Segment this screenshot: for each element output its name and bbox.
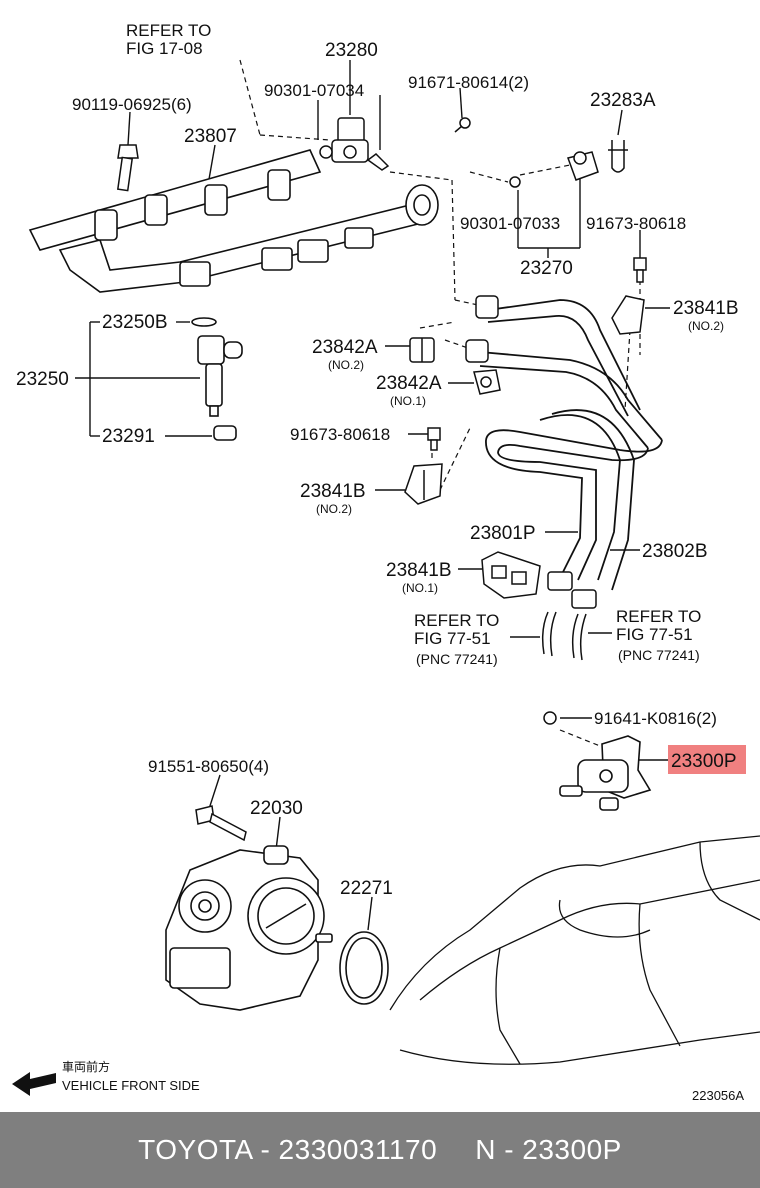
bolt-90119 (116, 144, 139, 192)
refer-fig-17-line2: FIG 17-08 (126, 39, 203, 58)
footer-pnc: N - 23300P (475, 1134, 622, 1165)
refer-fig-17-line1: REFER TO (126, 21, 211, 40)
label-23283a: 23283A (590, 90, 656, 111)
sub-23841b-right: (NO.2) (688, 319, 724, 333)
fuel-tubes (479, 299, 663, 591)
label-91641: 91641-K0816(2) (594, 709, 717, 728)
label-23841b-right: 23841B (673, 298, 739, 319)
label-23841b-no2: 23841B (300, 481, 366, 502)
gasket-22271 (339, 931, 389, 1005)
label-91673-lower: 91673-80618 (290, 425, 390, 444)
label-91551: 91551-80650(4) (148, 757, 269, 776)
sub-23842a-no2: (NO.2) (328, 358, 364, 372)
label-23300p: 23300P (671, 751, 737, 772)
vehicle-front-arrow (12, 1072, 56, 1096)
label-91673-upper: 91673-80618 (586, 214, 686, 233)
front-label-en: VEHICLE FRONT SIDE (62, 1078, 200, 1093)
label-23842a-no1: 23842A (376, 373, 442, 394)
label-90119: 90119-06925(6) (72, 95, 192, 114)
hose-connectors (465, 295, 597, 609)
label-23841b-no1: 23841B (386, 560, 452, 581)
highlight-box (668, 745, 746, 774)
clamp-23842a-no2 (409, 337, 435, 363)
label-22271: 22271 (340, 878, 393, 899)
fuel-pump-23300p (559, 735, 652, 811)
bolt-91671 (454, 117, 471, 133)
hose-ends (541, 611, 587, 661)
label-23802b: 23802B (642, 541, 708, 562)
label-90301-07033: 90301-07033 (460, 214, 560, 233)
injector-23250 (191, 317, 243, 441)
label-90301-07034: 90301-07034 (264, 81, 364, 100)
sub-23842a-no1: (NO.1) (390, 394, 426, 408)
label-23250: 23250 (16, 369, 69, 390)
pressure-regulator-23280 (319, 117, 390, 171)
bolt-91673-lower (427, 427, 441, 451)
clip-23283a (608, 140, 628, 173)
label-91671: 91671-80614(2) (408, 73, 529, 92)
footer-part-number: TOYOTA - 2330031170 (138, 1134, 438, 1165)
sub-23841b-no2: (NO.2) (316, 502, 352, 516)
refer-77-right-line2: FIG 77-51 (616, 625, 693, 644)
label-23280: 23280 (325, 40, 378, 61)
bracket-23841b-no1 (481, 551, 541, 599)
label-23291: 23291 (102, 426, 155, 447)
bracket-23841b-no2 (404, 463, 443, 505)
figure-id: 223056A (692, 1088, 744, 1103)
parts-diagram: REFER TO FIG 17-08 23280 90301-07034 916… (12, 21, 760, 1103)
front-label-jp: 車両前方 (62, 1059, 110, 1074)
bolt-91673-upper (633, 257, 647, 283)
bolt-91551 (195, 805, 247, 842)
refer-77-right-line3: (PNC 77241) (618, 647, 700, 663)
label-23801p: 23801P (470, 523, 536, 544)
label-23270: 23270 (520, 258, 573, 279)
footer-bar: TOYOTA - 2330031170 N - 23300P (0, 1112, 760, 1188)
connector-23270 (509, 151, 599, 188)
label-23250b: 23250B (102, 312, 168, 333)
fuel-rail-23807 (28, 149, 439, 293)
clamp-23842a-no1 (473, 369, 501, 395)
refer-77-left-line1: REFER TO (414, 611, 499, 630)
throttle-body-22030 (165, 845, 333, 1011)
label-23807: 23807 (184, 126, 237, 147)
label-22030: 22030 (250, 798, 303, 819)
bracket-23841b-right (611, 295, 645, 335)
intake-manifold (389, 835, 760, 1065)
refer-77-right-line1: REFER TO (616, 607, 701, 626)
refer-77-left-line2: FIG 77-51 (414, 629, 491, 648)
bolt-91641 (543, 711, 557, 725)
label-23842a-no2: 23842A (312, 337, 378, 358)
refer-77-left-line3: (PNC 77241) (416, 651, 498, 667)
sub-23841b-no1: (NO.1) (402, 581, 438, 595)
